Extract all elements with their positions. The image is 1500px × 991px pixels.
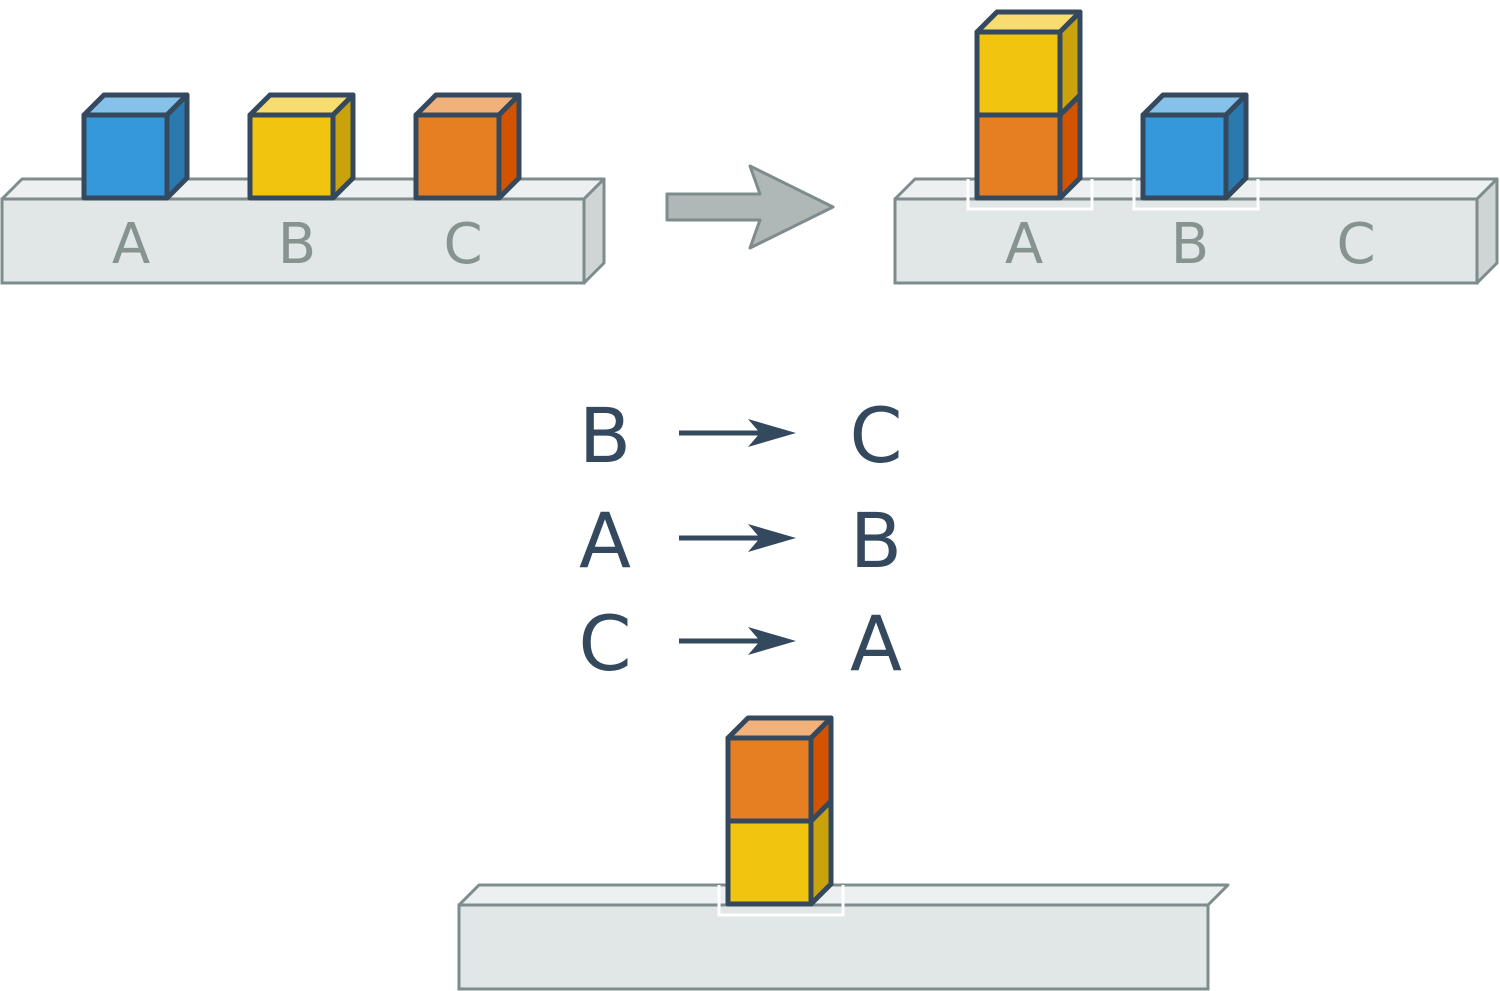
mapping-arrow-icon — [679, 627, 796, 655]
result-shelf-front — [893, 197, 1479, 285]
block-front-face — [247, 112, 336, 201]
block-side-face — [1223, 92, 1249, 201]
transition-arrow-icon — [665, 164, 835, 250]
yellow-block-result — [974, 9, 1083, 118]
orange-block-initial — [413, 92, 522, 201]
result-shelf-side — [1475, 177, 1499, 285]
label-mapping: B C A B C A — [578, 391, 902, 688]
slot-highlight-a — [966, 179, 1094, 211]
result-shelf-label-a: A — [1005, 212, 1043, 277]
mapping-row: B C — [579, 391, 903, 480]
initial-shelf-label-b: B — [278, 212, 316, 277]
result-shelf-label-b: B — [1171, 212, 1209, 277]
final-blocks — [725, 715, 834, 907]
block-side-face — [1057, 9, 1083, 118]
initial-shelf-label-a: A — [112, 212, 150, 277]
block-side-face — [808, 715, 834, 824]
result-shelf-label-c: C — [1336, 212, 1375, 277]
yellow-block-initial — [247, 92, 356, 201]
mapping-row: A B — [579, 496, 902, 585]
block-front-face — [974, 112, 1063, 201]
mapping-from-label: C — [578, 599, 631, 688]
block-front-face — [1140, 112, 1229, 201]
result-blocks — [974, 9, 1249, 201]
mapping-arrow-icon — [679, 419, 796, 447]
slot-highlight-final — [717, 885, 845, 917]
block-front-face — [974, 29, 1063, 118]
initial-shelf-front — [0, 197, 586, 285]
final-shelf — [457, 883, 1230, 991]
mapping-from-label: A — [579, 496, 631, 585]
block-front-face — [81, 112, 170, 201]
block-front-face — [725, 818, 814, 907]
block-front-face — [413, 112, 502, 201]
block-side-face — [496, 92, 522, 201]
mapping-to-label: B — [850, 496, 902, 585]
final-shelf-front — [457, 903, 1210, 991]
block-front-face — [725, 735, 814, 824]
result-shelf: A B C — [893, 177, 1499, 285]
mapping-from-label: B — [579, 391, 631, 480]
initial-shelf-side — [582, 177, 606, 285]
slot-highlight-b — [1132, 179, 1260, 211]
initial-blocks — [81, 92, 522, 201]
block-side-face — [330, 92, 356, 201]
mapping-to-label: C — [849, 391, 902, 480]
mapping-row: C A — [578, 599, 902, 688]
blue-block-result — [1140, 92, 1249, 201]
orange-block-final — [725, 715, 834, 824]
mapping-to-label: A — [850, 599, 902, 688]
block-side-face — [164, 92, 190, 201]
initial-shelf-label-c: C — [443, 212, 482, 277]
mapping-arrow-icon — [679, 524, 796, 552]
blue-block-initial — [81, 92, 190, 201]
